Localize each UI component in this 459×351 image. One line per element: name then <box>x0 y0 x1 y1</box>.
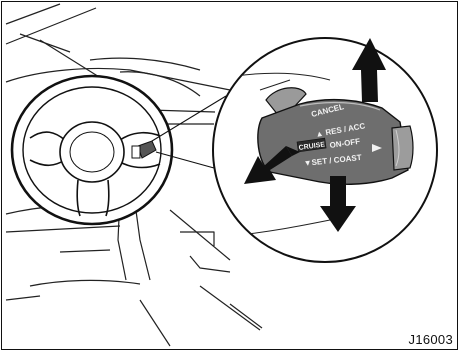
figure-code: J16003 <box>409 332 453 347</box>
magnified-view: CANCEL ▲ RES / ACC CRUISE ON-OFF ▼SET / … <box>213 38 437 262</box>
